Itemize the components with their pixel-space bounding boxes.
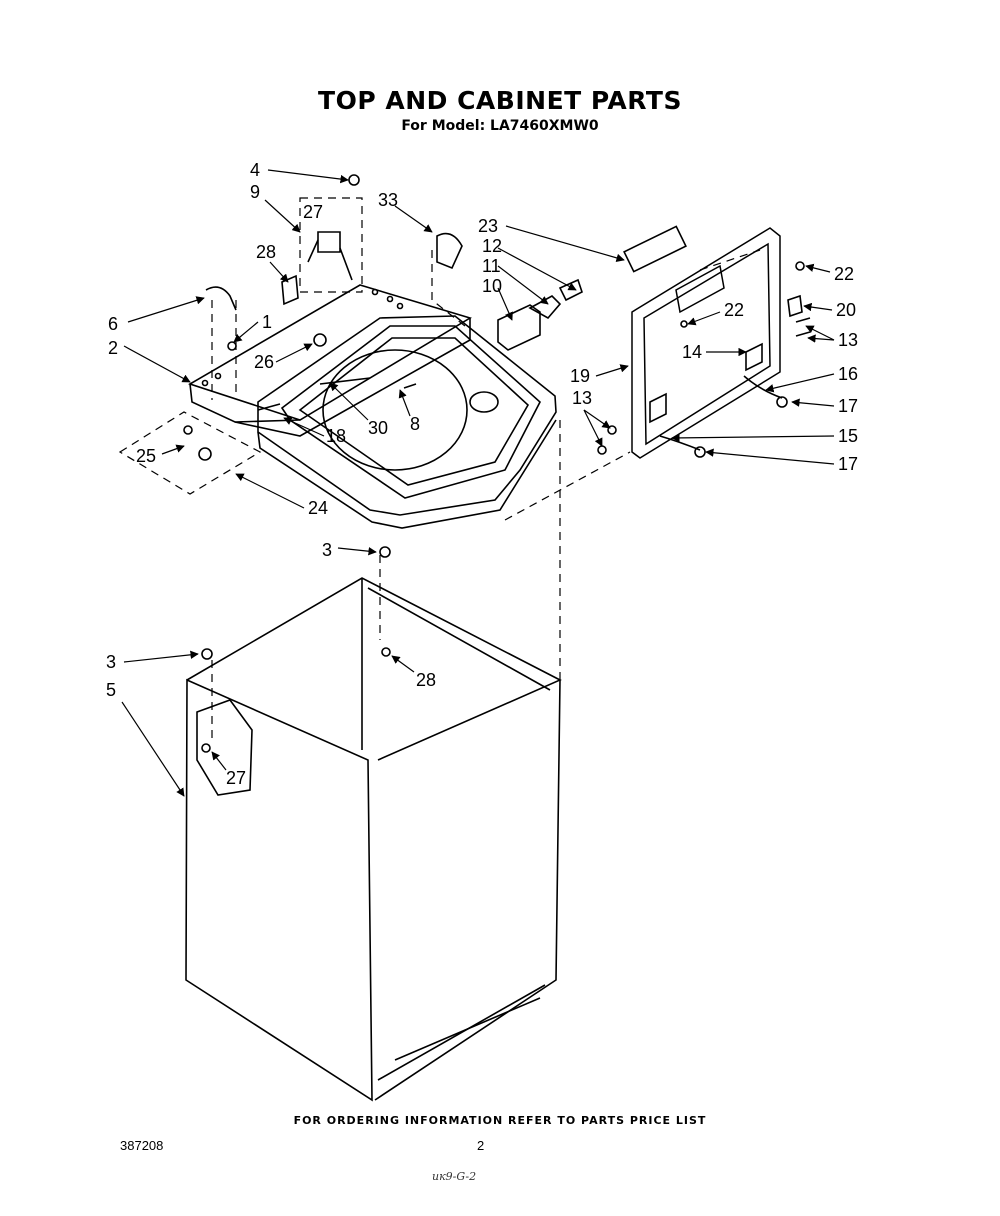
callout-label: 10: [482, 276, 502, 296]
leader-arrows: [121, 169, 835, 797]
callout-label: 27: [226, 768, 246, 788]
callout-label: 22: [834, 264, 854, 284]
callout-label: 14: [682, 342, 702, 362]
callout-label: 28: [416, 670, 436, 690]
cabinet-body-drawing: [185, 577, 562, 1102]
rear-panel-drawing: [631, 227, 781, 459]
callout-label: 2: [108, 338, 118, 358]
callout-label: 17: [838, 396, 858, 416]
callout-label: 6: [108, 314, 118, 334]
callout-label: 16: [838, 364, 858, 384]
callout-label: 11: [482, 256, 501, 276]
callout-label: 26: [254, 352, 274, 372]
ordering-info-note: FOR ORDERING INFORMATION REFER TO PARTS …: [293, 1114, 707, 1127]
callout-label: 13: [838, 330, 858, 350]
callout-label: 20: [836, 300, 856, 320]
callout-label: 22: [724, 300, 744, 320]
callout-label: 13: [572, 388, 592, 408]
callout-label: 1: [262, 312, 272, 332]
handwritten-mark: ик9-G-2: [432, 1170, 477, 1183]
callout-label: 4: [250, 160, 260, 180]
callout-label: 17: [838, 454, 858, 474]
callout-label: 8: [410, 414, 420, 434]
callout-label: 27: [303, 202, 323, 222]
console-panel-drawing: [188, 284, 472, 437]
page-number: 2: [477, 1138, 485, 1153]
callout-label: 28: [256, 242, 276, 262]
model-subtitle: For Model: LA7460XMW0: [401, 118, 599, 134]
document-number: 387208: [120, 1138, 164, 1153]
callout-label: 12: [482, 236, 502, 256]
callout-label: 30: [368, 418, 388, 438]
callout-label: 25: [136, 446, 156, 466]
cabinet-top-drawing: [257, 315, 557, 529]
callout-label: 24: [308, 498, 328, 518]
callout-label: 18: [326, 426, 346, 446]
callout-label: 23: [478, 216, 498, 236]
callout-label: 33: [378, 190, 398, 210]
callout-label: 3: [322, 540, 332, 560]
small-parts-drawing: [183, 174, 811, 753]
callout-label: 9: [250, 182, 260, 202]
dashed-guide-lines: [118, 197, 761, 740]
callout-label: 3: [106, 652, 116, 672]
callout-labels: 4 9 27 33 28 6 1 2 26 25 18 30 8 24 23 1…: [106, 160, 858, 788]
callout-label: 19: [570, 366, 590, 386]
callout-label: 15: [838, 426, 858, 446]
callout-label: 5: [106, 680, 116, 700]
diagram-title: TOP AND CABINET PARTS: [318, 86, 682, 115]
